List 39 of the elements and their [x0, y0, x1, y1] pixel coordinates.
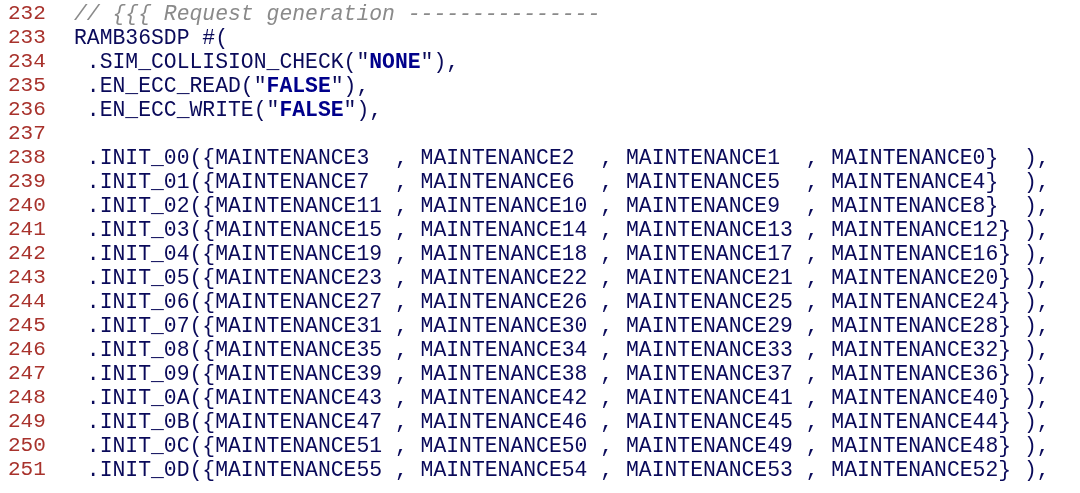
code-line: .INIT_06({MAINTENANCE27 , MAINTENANCE26 , MAINTENANCE25 , MAINTENANCE24} ), — [85, 290, 1050, 314]
code-line: .SIM_COLLISION_CHECK("NONE"), — [85, 50, 460, 74]
line-number: 232 — [8, 2, 46, 26]
line-number: 239 — [8, 170, 46, 194]
line-number: 233 — [8, 26, 46, 50]
code-line: .INIT_05({MAINTENANCE23 , MAINTENANCE22 , MAINTENANCE21 , MAINTENANCE20} ), — [85, 266, 1050, 290]
line-number: 244 — [8, 290, 46, 314]
code-line: .INIT_0C({MAINTENANCE51 , MAINTENANCE50 , MAINTENANCE49 , MAINTENANCE48} ), — [85, 434, 1050, 458]
code-line: .INIT_0A({MAINTENANCE43 , MAINTENANCE42 , MAINTENANCE41 , MAINTENANCE40} ), — [85, 386, 1050, 410]
line-number: 238 — [8, 146, 46, 170]
code-line: .INIT_02({MAINTENANCE11 , MAINTENANCE10 , MAINTENANCE9 , MAINTENANCE8} ), — [85, 194, 1050, 218]
code-comment: // {{{ Request generation --------------- — [74, 2, 601, 26]
code-line: .EN_ECC_READ("FALSE"), — [85, 74, 370, 98]
line-number: 250 — [8, 434, 46, 458]
code-line: .INIT_09({MAINTENANCE39 , MAINTENANCE38 , MAINTENANCE37 , MAINTENANCE36} ), — [85, 362, 1050, 386]
code-line: .INIT_08({MAINTENANCE35 , MAINTENANCE34 , MAINTENANCE33 , MAINTENANCE32} ), — [85, 338, 1050, 362]
line-number: 249 — [8, 410, 46, 434]
code-line: .EN_ECC_WRITE("FALSE"), — [85, 98, 383, 122]
code-line: .INIT_07({MAINTENANCE31 , MAINTENANCE30 , MAINTENANCE29 , MAINTENANCE28} ), — [85, 314, 1050, 338]
code-line: .INIT_04({MAINTENANCE19 , MAINTENANCE18 , MAINTENANCE17 , MAINTENANCE16} ), — [85, 242, 1050, 266]
line-number: 236 — [8, 98, 46, 122]
code-line: RAMB36SDP #( — [74, 26, 229, 50]
code-line: .INIT_01({MAINTENANCE7 , MAINTENANCE6 , MAINTENANCE5 , MAINTENANCE4} ), — [85, 170, 1050, 194]
code-line: .INIT_0B({MAINTENANCE47 , MAINTENANCE46 , MAINTENANCE45 , MAINTENANCE44} ), — [85, 410, 1050, 434]
line-number: 243 — [8, 266, 46, 290]
line-number: 247 — [8, 362, 46, 386]
line-number: 242 — [8, 242, 46, 266]
line-number: 241 — [8, 218, 46, 242]
line-number: 235 — [8, 74, 46, 98]
line-number: 234 — [8, 50, 46, 74]
line-number: 245 — [8, 314, 46, 338]
code-line: .INIT_0D({MAINTENANCE55 , MAINTENANCE54 , MAINTENANCE53 , MAINTENANCE52} ), — [85, 458, 1050, 482]
line-number: 246 — [8, 338, 46, 362]
code-line: .INIT_03({MAINTENANCE15 , MAINTENANCE14 , MAINTENANCE13 , MAINTENANCE12} ), — [85, 218, 1050, 242]
line-number: 237 — [8, 122, 46, 146]
code-line: .INIT_00({MAINTENANCE3 , MAINTENANCE2 , MAINTENANCE1 , MAINTENANCE0} ), — [85, 146, 1050, 170]
line-number: 251 — [8, 458, 46, 482]
line-number: 248 — [8, 386, 46, 410]
line-number: 240 — [8, 194, 46, 218]
